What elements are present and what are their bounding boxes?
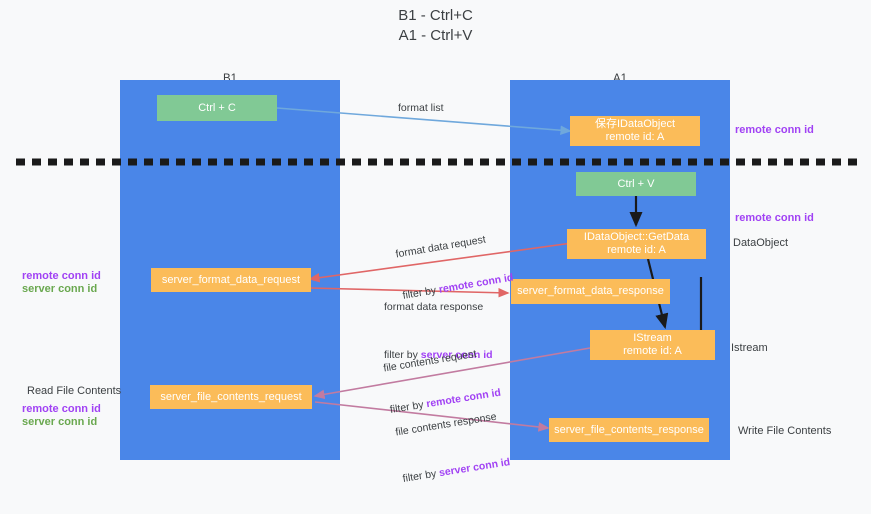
annotation-right-istream: Istream bbox=[731, 342, 768, 354]
edge-label-format-data-response-line1: format data response bbox=[384, 301, 484, 313]
edge-label-format-list: format list bbox=[398, 102, 444, 114]
page-title: B1 - Ctrl+C A1 - Ctrl+V bbox=[0, 6, 871, 46]
filter-prefix: filter by bbox=[401, 467, 441, 485]
annotation-left-remote-conn-id: remote conn id bbox=[22, 270, 101, 282]
connector-file-contents-response bbox=[314, 401, 550, 432]
edge-label-file-contents-response-line2: filter by server conn id bbox=[402, 455, 511, 486]
title-line-2: A1 - Ctrl+V bbox=[398, 27, 473, 44]
edge-label-file-contents-response-line1: file contents response bbox=[394, 410, 498, 439]
diagram-canvas: B1 - Ctrl+CA1 - Ctrl+V B1 connection A1 … bbox=[0, 6, 871, 485]
box-idataobject-getdata[interactable]: IDataObject::GetData remote id: A bbox=[567, 229, 706, 259]
box-server-file-contents-response[interactable]: server_file_contents_response bbox=[549, 418, 709, 442]
edge-label-file-contents-response: file contents response filter by server … bbox=[390, 381, 516, 514]
annotation-left-server-conn-id-2: server conn id bbox=[22, 416, 98, 428]
annotation-left-server-conn-id: server conn id bbox=[22, 283, 98, 295]
annotation-left-remote-conn-id-2: remote conn id bbox=[22, 403, 101, 415]
box-ctrl-c[interactable]: Ctrl + C bbox=[157, 95, 277, 121]
edge-label-file-contents-request-line1: file contents request bbox=[382, 347, 478, 375]
title-line-1: B1 - Ctrl+C bbox=[398, 7, 473, 24]
annotation-right-write-file-contents: Write File Contents bbox=[738, 425, 832, 437]
box-save-idataobject[interactable]: 保存IDataObject remote id: A bbox=[570, 116, 700, 146]
annotation-right-remote-conn-id-mid: remote conn id bbox=[735, 212, 814, 224]
filter-key-server-conn-id: server conn id bbox=[420, 349, 493, 361]
connector-format-list bbox=[276, 107, 572, 136]
connector-format-data-request bbox=[308, 242, 573, 283]
box-server-format-data-request[interactable]: server_format_data_request bbox=[151, 268, 311, 292]
edge-label-format-data-request-line1: format data request bbox=[394, 233, 487, 261]
connector-format-data-response bbox=[309, 287, 510, 298]
annotation-left-read-file-contents: Read File Contents bbox=[27, 385, 122, 397]
box-server-format-data-response[interactable]: server_format_data_response bbox=[511, 279, 670, 304]
annotation-right-data-object: DataObject bbox=[733, 237, 789, 249]
edge-label-format-data-response-line2: filter by server conn id bbox=[384, 348, 493, 362]
filter-key-server-conn-id: server conn id bbox=[438, 456, 511, 480]
box-istream[interactable]: IStream remote id: A bbox=[590, 330, 715, 360]
box-server-file-contents-request[interactable]: server_file_contents_request bbox=[150, 385, 312, 409]
annotation-right-remote-conn-id-top: remote conn id bbox=[735, 124, 814, 136]
filter-prefix: filter by bbox=[384, 349, 421, 361]
connector-file-contents-request bbox=[313, 347, 591, 400]
box-ctrl-v[interactable]: Ctrl + V bbox=[576, 172, 696, 196]
edge-label-format-data-response: format data response filter by server co… bbox=[384, 272, 493, 390]
